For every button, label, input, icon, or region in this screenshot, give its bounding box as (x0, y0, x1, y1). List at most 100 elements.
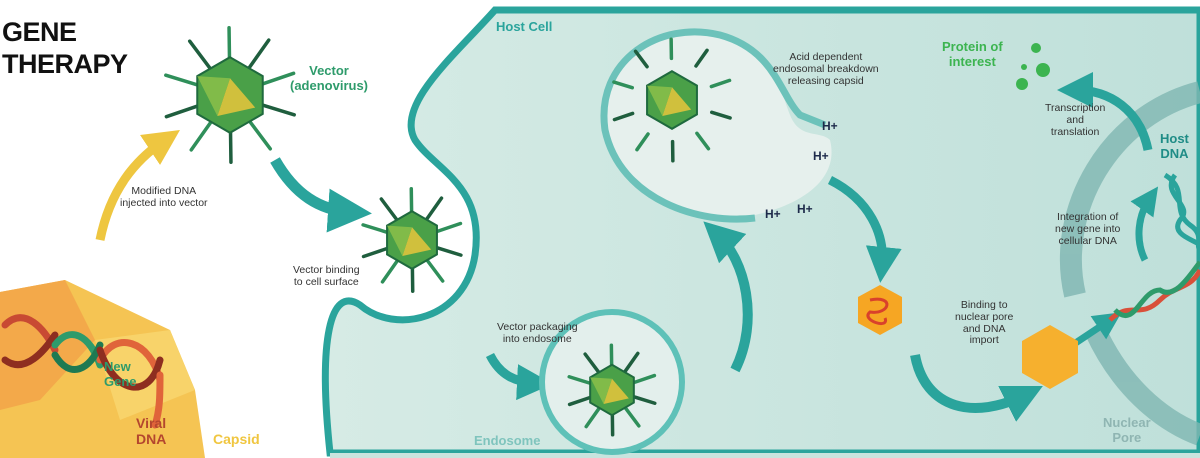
viral-dna-helix (1, 314, 164, 429)
virus-spike (631, 373, 657, 385)
label-line: into endosome (502, 332, 572, 345)
host-cell-bottom-fill (330, 453, 1200, 458)
binding-virus (361, 187, 463, 293)
label-line: and DNA (962, 322, 1006, 335)
capsid-shape (0, 280, 205, 458)
vector-virus (164, 26, 296, 164)
label-line: Binding to (960, 299, 1008, 311)
virus-facet (197, 76, 230, 116)
proton-label: H+ (797, 202, 813, 216)
endosome-arrow (703, 221, 753, 373)
label-line: releasing capsid (787, 74, 864, 87)
virus-spike (361, 223, 390, 235)
label-line: Host (1160, 131, 1189, 146)
released-virus (612, 37, 732, 163)
label-line: injected into vector (120, 196, 208, 209)
virus-facet (603, 378, 629, 404)
host-dna-helix (1163, 172, 1200, 252)
virus-spike (631, 394, 657, 405)
label-line: Protein of (942, 39, 1003, 54)
label-line: Vector binding (293, 264, 360, 276)
virus-spike (633, 49, 649, 69)
label-line: Modified DNA (131, 185, 197, 197)
label-line: Vector packaging (497, 321, 578, 333)
title-line-1: GENE (2, 17, 77, 47)
label-line: DNA (1160, 145, 1189, 161)
proton-label: H+ (822, 119, 838, 133)
label-line: new gene into (1055, 222, 1121, 235)
label-line: Vector (309, 63, 349, 78)
label-line: Acid dependent (789, 51, 863, 63)
virus-facet (387, 225, 412, 256)
virus-spike (434, 221, 463, 234)
label-line: Pore (1112, 429, 1142, 445)
virus-spike (567, 395, 593, 407)
virus-spike (260, 103, 296, 117)
label-line: Gene (104, 373, 137, 389)
virus-spike (635, 132, 650, 152)
virus-spike (425, 258, 445, 283)
label-line: Nuclear (1103, 415, 1151, 430)
virus-spike (187, 39, 212, 70)
label-line: New (104, 359, 131, 374)
label-line: interest (948, 53, 996, 69)
label-line: translation (1050, 125, 1100, 138)
virus-spike (247, 38, 271, 70)
virus-spike (695, 131, 711, 151)
label-line: and (1066, 113, 1084, 126)
endosome-virus (567, 343, 657, 437)
virus-spike (709, 78, 732, 89)
transcription-arrow (1057, 72, 1153, 152)
virus-spike (425, 196, 444, 221)
virus-spike (189, 120, 213, 152)
virus-spike (380, 259, 399, 284)
endosome-label: Endosome (474, 433, 541, 448)
virus-facet (590, 377, 612, 404)
virus-spike (694, 48, 709, 68)
docked-capsid (1022, 325, 1078, 389)
virus-facet (217, 78, 256, 116)
virus-spike (623, 406, 641, 428)
release-arrow (827, 175, 902, 283)
label-line: (adenovirus) (290, 77, 369, 93)
proton-label: H+ (765, 207, 781, 221)
title-line-2: THERAPY (2, 49, 128, 80)
integration-arrow (1130, 186, 1159, 262)
virus-spike (584, 406, 601, 429)
label-line: DNA (136, 430, 167, 447)
virus-spike (612, 80, 635, 90)
virus-spike (361, 246, 390, 259)
virus-facet (402, 227, 432, 256)
binding-arrow (270, 157, 372, 233)
label-line: to cell surface (293, 275, 359, 288)
virus-spike (164, 73, 200, 87)
host-cell (321, 6, 1200, 457)
packaging-arrow (485, 352, 553, 401)
virus-spike (248, 120, 273, 151)
label-line: nuclear pore (955, 310, 1014, 323)
label-line: import (969, 334, 999, 347)
virus-spike (567, 375, 593, 386)
protein-dots (1016, 43, 1050, 90)
host-cell-label: Host Cell (496, 19, 553, 34)
label-line: Transcription (1045, 102, 1106, 114)
virus-spike (612, 111, 635, 122)
virus-spike (623, 351, 640, 374)
label-line: cellular DNA (1058, 234, 1117, 247)
inject-arrow (95, 130, 180, 241)
vector-label: Vector(adenovirus) (290, 63, 369, 93)
virus-spike (583, 352, 601, 374)
